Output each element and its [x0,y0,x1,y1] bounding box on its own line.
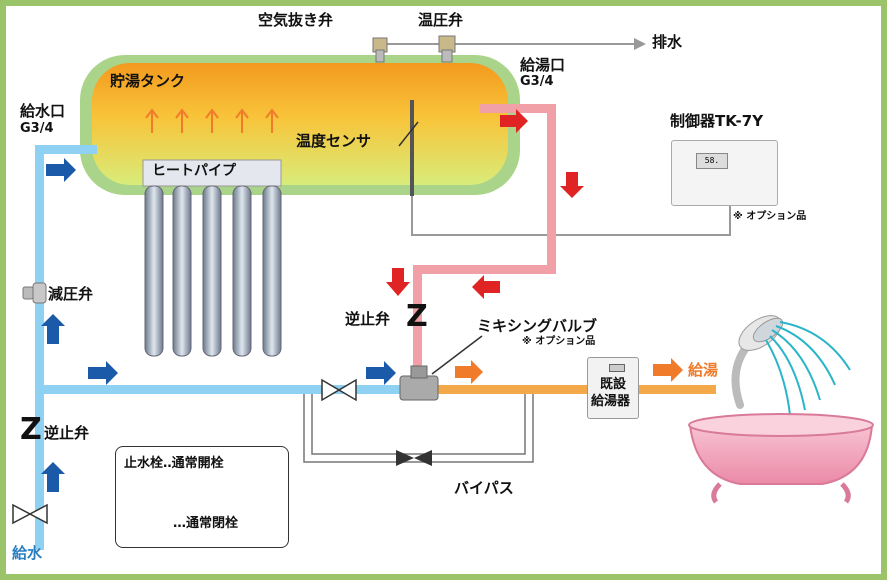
air-vent-label: 空気抜き弁 [258,11,334,29]
check-valve-left-icon: Z [20,412,42,447]
hot-supply-label: 給湯 [688,361,719,379]
bypass-valve-closed [396,450,414,466]
controller-display: 58. [696,153,728,169]
legend-closed-label: …通常閉栓 [173,516,239,531]
mixing-valve [399,365,439,401]
hot-outlet-size: G3/4 [520,74,554,89]
hot-flow-arrows [386,109,584,299]
reducing-valve [22,282,47,304]
cold-water-pipe [35,145,435,550]
mixed-pipe [430,385,716,394]
check-valve-left-label: 逆止弁 [44,424,90,442]
check-valve-right-icon: Z [406,299,428,334]
legend-box: 止水栓‥通常開栓 …通常閉栓 [115,446,289,548]
cold-flow-arrows [41,158,396,492]
water-supply-label: 給水 [12,544,43,562]
existing-heater: 既設 給湯器 [587,357,639,419]
drain-label: 排水 [652,33,683,51]
temp-sensor-label: 温度センサ [296,132,372,150]
drain-arrow [634,38,646,50]
heat-pipe-label: ヒートパイプ [152,163,236,179]
cold-inlet-label: 給水口 [20,102,66,120]
legend-title: 止水栓‥通常開栓 [124,456,224,471]
stop-valve-open [321,378,341,402]
mixing-valve-label: ミキシングバルブ [477,317,598,335]
bypass-label: バイパス [454,479,514,497]
controller-device: 58. [671,140,778,206]
existing-heater-line1: 既設 [600,377,627,392]
mixed-flow-arrows [455,358,683,384]
check-valve-right-label: 逆止弁 [345,310,391,328]
sensor-cable [411,196,731,236]
pt-valve-label: 温圧弁 [418,11,464,29]
mixing-option-note: ※ オプション品 [522,336,596,347]
shower-head-icon [731,315,851,416]
controller-label: 制御器TK-7Y [670,112,764,130]
reducing-valve-label: 減圧弁 [48,285,94,303]
air-vent-valve [372,37,388,63]
cold-inlet-size: G3/4 [20,121,54,136]
hot-water-pipe [413,104,556,370]
supply-valve-open [12,503,32,525]
pt-valve [438,35,456,63]
bathtub-icon [688,413,874,504]
hot-outlet-label: 給湯口 [520,56,566,74]
heat-pipes [142,159,282,357]
heat-arrows [145,108,279,133]
controller-option-note: ※ オプション品 [733,211,807,222]
existing-heater-line2: 給湯器 [591,394,631,409]
tank-label: 貯湯タンク [110,72,186,90]
bypass-line [303,394,534,463]
tank-body [92,63,508,185]
